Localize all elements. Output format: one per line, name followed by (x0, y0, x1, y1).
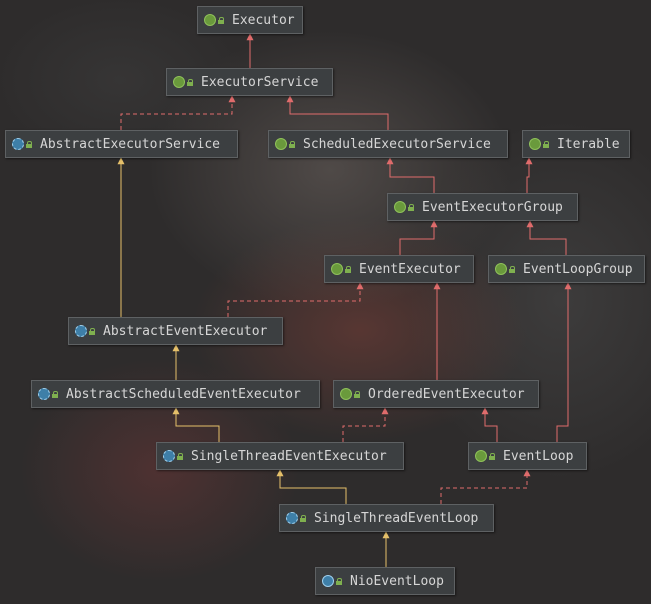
node-single-thread-event-executor[interactable]: SingleThreadEventExecutor (156, 442, 404, 470)
node-label: Executor (232, 12, 295, 28)
edge-event-executor-group-to-iterable (525, 157, 533, 193)
node-executor[interactable]: Executor (197, 6, 303, 34)
node-label: EventExecutor (359, 261, 461, 277)
public-lock-icon (89, 327, 95, 335)
node-abstract-executor-service[interactable]: AbstractExecutorService (5, 130, 238, 158)
public-lock-icon (26, 140, 32, 148)
node-label: SingleThreadEventLoop (314, 510, 479, 526)
interface-icon (173, 76, 185, 88)
node-label: NioEventLoop (350, 573, 444, 589)
interface-icon (331, 263, 343, 275)
node-label: OrderedEventExecutor (368, 386, 525, 402)
edge-single-thread-event-executor-to-ordered-event-executor (342, 407, 389, 442)
node-label: SingleThreadEventExecutor (191, 448, 387, 464)
node-single-thread-event-loop[interactable]: SingleThreadEventLoop (279, 504, 494, 532)
node-label: Iterable (557, 136, 620, 152)
public-lock-icon (336, 577, 342, 585)
interface-icon (495, 263, 507, 275)
edge-abstract-event-executor-to-event-executor (227, 282, 364, 317)
node-label: ScheduledExecutorService (303, 136, 491, 152)
abstract-class-icon (75, 325, 87, 337)
node-event-executor[interactable]: EventExecutor (324, 255, 474, 283)
node-iterable[interactable]: Iterable (522, 130, 630, 158)
edge-event-executor-group-to-scheduled-executor-service (386, 157, 435, 193)
node-abstract-scheduled-event-executor[interactable]: AbstractScheduledEventExecutor (31, 380, 320, 408)
node-label: ExecutorService (201, 74, 319, 90)
public-lock-icon (52, 390, 58, 398)
abstract-class-icon (286, 512, 298, 524)
node-label: AbstractExecutorService (40, 136, 221, 152)
node-scheduled-executor-service[interactable]: ScheduledExecutorService (268, 130, 508, 158)
public-lock-icon (408, 203, 414, 211)
node-label: AbstractScheduledEventExecutor (66, 386, 301, 402)
public-lock-icon (187, 78, 193, 86)
interface-icon (529, 138, 541, 150)
class-icon (322, 575, 334, 587)
edge-abstract-executor-service-to-executor-service (120, 95, 236, 130)
node-label: EventLoopGroup (523, 261, 633, 277)
node-ordered-event-executor[interactable]: OrderedEventExecutor (333, 380, 539, 408)
node-nio-event-loop[interactable]: NioEventLoop (315, 567, 455, 595)
interface-icon (394, 201, 406, 213)
interface-icon (275, 138, 287, 150)
edge-single-thread-event-executor-to-abstract-scheduled-event-executor (172, 407, 220, 442)
abstract-class-icon (163, 450, 175, 462)
abstract-class-icon (38, 388, 50, 400)
node-abstract-event-executor[interactable]: AbstractEventExecutor (68, 317, 283, 345)
edge-event-loop-to-event-loop-group (556, 282, 572, 442)
interface-icon (340, 388, 352, 400)
node-label: EventExecutorGroup (422, 199, 563, 215)
public-lock-icon (489, 452, 495, 460)
node-label: EventLoop (503, 448, 574, 464)
node-executor-service[interactable]: ExecutorService (166, 68, 333, 96)
abstract-class-icon (12, 138, 24, 150)
interface-icon (475, 450, 487, 462)
edge-event-loop-group-to-event-executor-group (526, 220, 567, 255)
node-event-executor-group[interactable]: EventExecutorGroup (387, 193, 578, 221)
public-lock-icon (354, 390, 360, 398)
public-lock-icon (177, 452, 183, 460)
public-lock-icon (218, 16, 224, 24)
interface-icon (204, 14, 216, 26)
public-lock-icon (543, 140, 549, 148)
node-event-loop-group[interactable]: EventLoopGroup (488, 255, 645, 283)
node-event-loop[interactable]: EventLoop (468, 442, 587, 470)
edge-scheduled-executor-service-to-executor-service (286, 95, 389, 130)
public-lock-icon (289, 140, 295, 148)
edge-single-thread-event-loop-to-event-loop (440, 469, 531, 504)
edge-event-executor-to-event-executor-group (399, 220, 438, 255)
public-lock-icon (345, 265, 351, 273)
edge-event-loop-to-ordered-event-executor (481, 407, 498, 442)
node-label: AbstractEventExecutor (103, 323, 268, 339)
public-lock-icon (509, 265, 515, 273)
edge-single-thread-event-loop-to-single-thread-event-executor (276, 469, 347, 504)
public-lock-icon (300, 514, 306, 522)
